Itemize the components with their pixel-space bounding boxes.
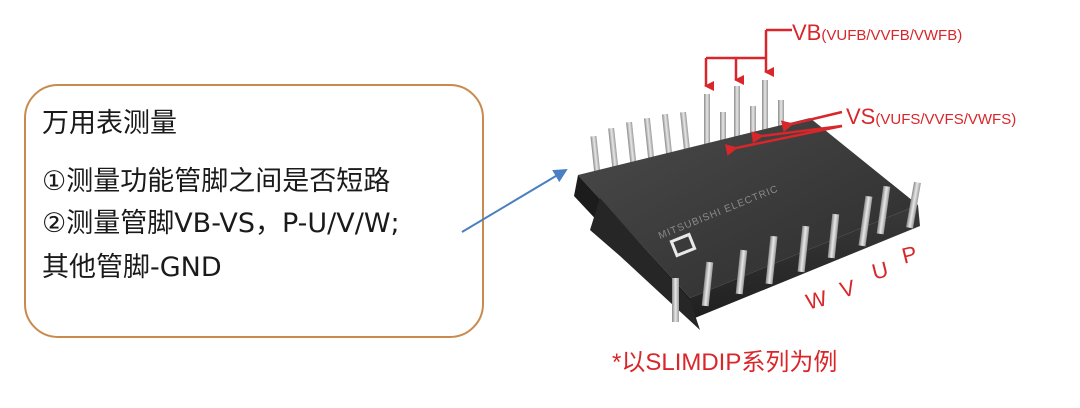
front-pins — [672, 181, 921, 322]
vs-sublabel: (VUFS/VVFS/VWFS) — [875, 111, 1016, 128]
vb-arrows — [704, 28, 792, 91]
note-line-1: ①测量功能管脚之间是否短路 — [42, 166, 391, 197]
note-line-3: 其他管脚-GND — [42, 252, 222, 283]
svg-text:VB(VUFB/VVFB/VWFB): VB(VUFB/VVFB/VWFB) — [792, 20, 962, 45]
note-line-2: ②测量管脚VB-VS，P-U/V/W; — [42, 208, 400, 239]
vs-label: VS — [846, 104, 875, 129]
pointer-arrow — [461, 168, 568, 233]
pin-label-v: V — [837, 275, 858, 303]
note-title: 万用表测量 — [42, 108, 177, 139]
pin-label-p: P — [899, 241, 919, 269]
pin-label-u: U — [869, 256, 890, 284]
vb-sublabel: (VUFB/VVFB/VWFB) — [821, 27, 962, 44]
note-box — [24, 84, 484, 338]
svg-text:VS(VUFS/VVFS/VWFS): VS(VUFS/VVFS/VWFS) — [846, 104, 1016, 129]
pin-label-w: W — [803, 285, 829, 314]
vb-label: VB — [792, 20, 821, 45]
vs-arrows — [724, 110, 843, 156]
footnote: *以SLIMDIP系列为例 — [612, 349, 837, 376]
